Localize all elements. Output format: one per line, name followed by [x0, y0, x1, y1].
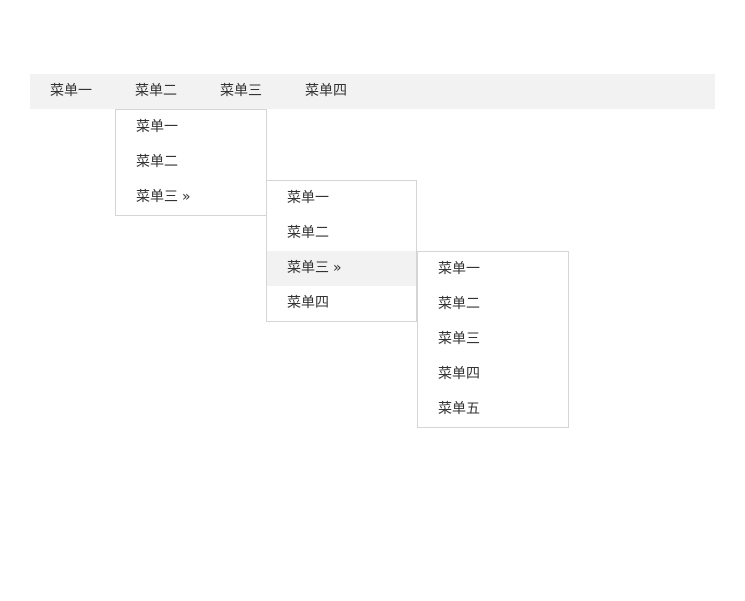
submenu-arrow-icon: » — [333, 260, 342, 276]
submenu3-item-5[interactable]: 菜单五 — [418, 392, 568, 427]
submenu2-item-3-label: 菜单三 — [287, 260, 329, 276]
menubar-item-3[interactable]: 菜单三 — [220, 83, 262, 99]
submenu-arrow-icon: » — [182, 189, 191, 205]
submenu2-item-2-label: 菜单二 — [287, 225, 329, 241]
menu-bar: 菜单一 菜单二 菜单三 菜单四 — [30, 74, 715, 109]
submenu3-item-2[interactable]: 菜单二 — [418, 287, 568, 322]
submenu1-item-1-label: 菜单一 — [136, 119, 178, 135]
dropdown-level-2: 菜单一 菜单二 菜单三» 菜单四 — [266, 180, 417, 322]
submenu1-item-2[interactable]: 菜单二 — [116, 145, 266, 180]
submenu3-item-1-label: 菜单一 — [438, 261, 480, 277]
submenu2-item-4[interactable]: 菜单四 — [267, 286, 416, 321]
submenu3-item-4[interactable]: 菜单四 — [418, 357, 568, 392]
submenu1-item-2-label: 菜单二 — [136, 154, 178, 170]
submenu3-item-4-label: 菜单四 — [438, 366, 480, 382]
menubar-item-1[interactable]: 菜单一 — [50, 83, 92, 99]
dropdown-level-1: 菜单一 菜单二 菜单三» — [115, 109, 267, 216]
submenu1-item-3-label: 菜单三 — [136, 189, 178, 205]
submenu2-item-2[interactable]: 菜单二 — [267, 216, 416, 251]
submenu3-item-3-label: 菜单三 — [438, 331, 480, 347]
submenu3-item-2-label: 菜单二 — [438, 296, 480, 312]
menubar-item-4[interactable]: 菜单四 — [305, 83, 347, 99]
menubar-item-2[interactable]: 菜单二 — [115, 74, 197, 109]
submenu2-item-1[interactable]: 菜单一 — [267, 181, 416, 216]
submenu1-item-3[interactable]: 菜单三» — [116, 180, 266, 215]
submenu2-item-1-label: 菜单一 — [287, 190, 329, 206]
submenu3-item-1[interactable]: 菜单一 — [418, 252, 568, 287]
submenu3-item-3[interactable]: 菜单三 — [418, 322, 568, 357]
submenu2-item-4-label: 菜单四 — [287, 295, 329, 311]
submenu1-item-1[interactable]: 菜单一 — [116, 110, 266, 145]
dropdown-level-3: 菜单一 菜单二 菜单三 菜单四 菜单五 — [417, 251, 569, 428]
submenu3-item-5-label: 菜单五 — [438, 401, 480, 417]
submenu2-item-3[interactable]: 菜单三» — [267, 251, 416, 286]
